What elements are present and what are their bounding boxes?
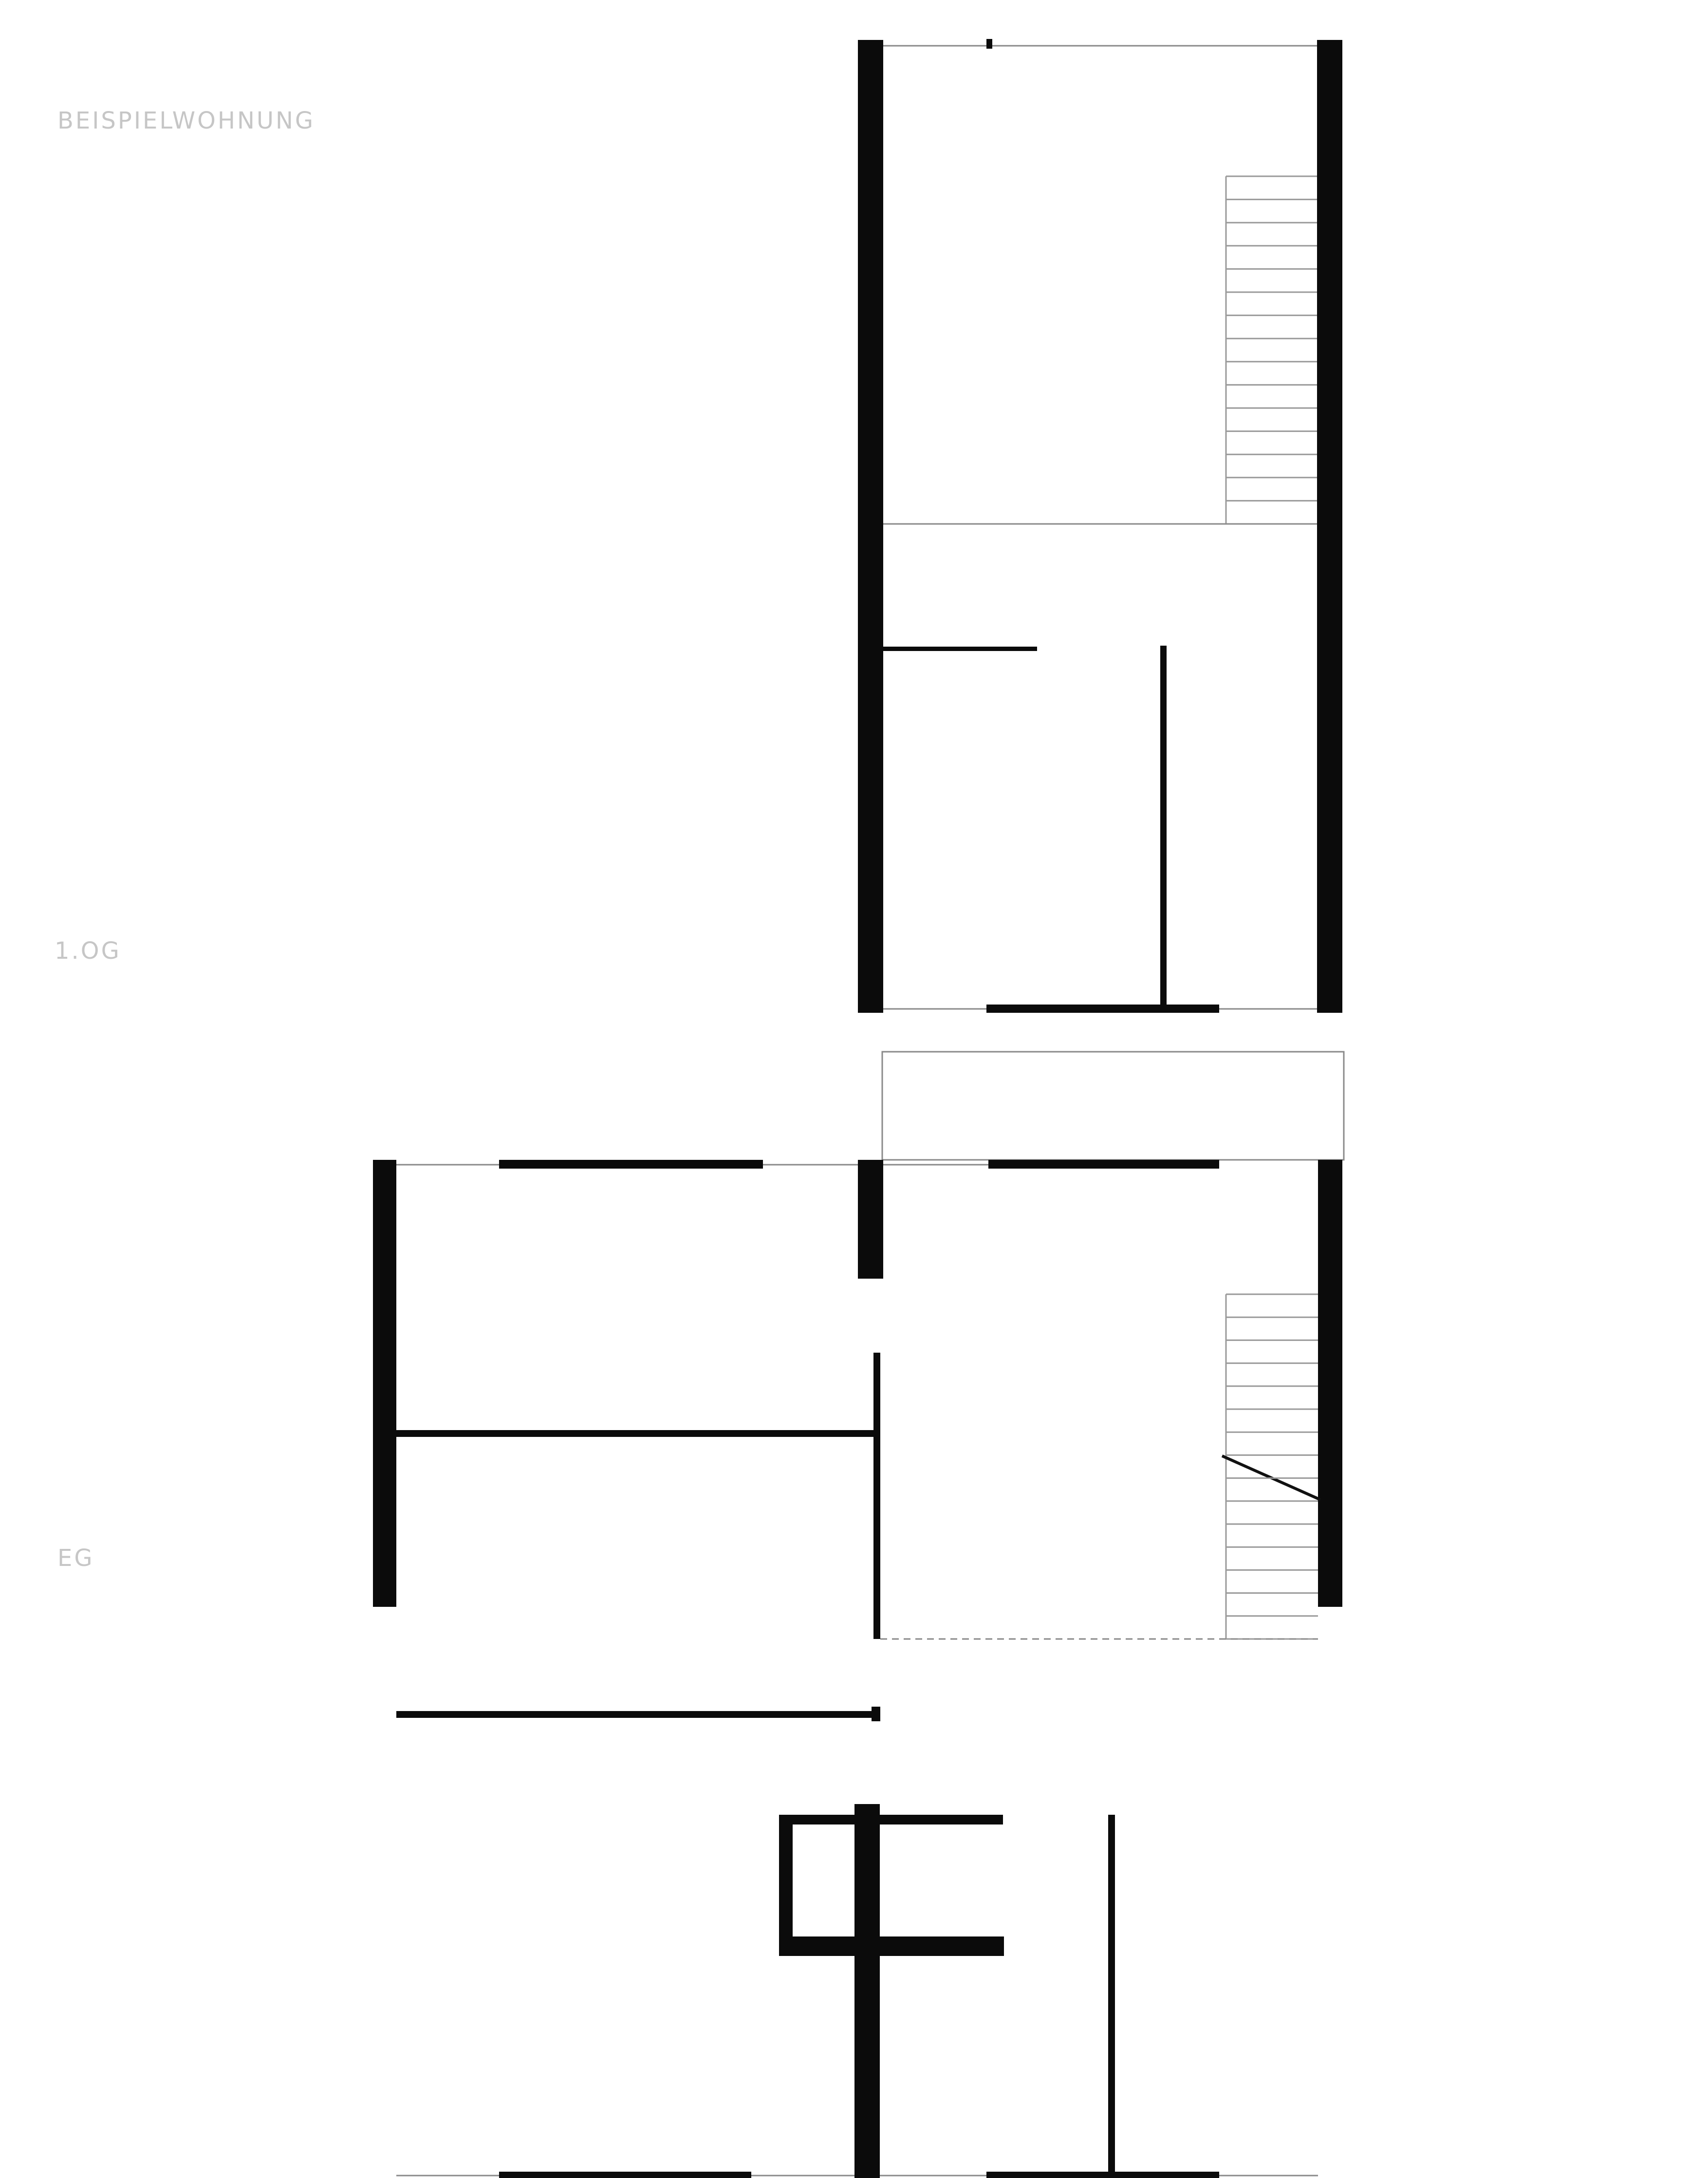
core-right-partition xyxy=(1108,1815,1115,2178)
ground-bottom-wall-2 xyxy=(986,2172,1219,2178)
core-left-jamb xyxy=(779,1815,793,1953)
core-central-column xyxy=(854,1804,880,2178)
upper-bottom-wall xyxy=(986,1005,1219,1013)
upper-top-post xyxy=(986,39,992,49)
ground-partition-1 xyxy=(396,1430,876,1437)
ground-right-wall xyxy=(1318,1160,1342,1607)
upper-right-wall xyxy=(1317,40,1342,1013)
upper-stair xyxy=(1225,175,1317,525)
upper-floor-label: 1.OG xyxy=(55,937,121,965)
ground-partition-2-end xyxy=(872,1707,880,1721)
upper-partition-horizontal xyxy=(883,647,1037,651)
ground-central-wall xyxy=(873,1353,880,1639)
core-mid-wall xyxy=(779,1936,1004,1956)
ground-stair xyxy=(1221,1293,1321,1640)
ground-partition-2 xyxy=(396,1711,876,1718)
ground-floor-plan xyxy=(373,1160,1342,2178)
upper-left-wall xyxy=(858,40,883,1013)
drawing-title: BEISPIELWOHNUNG xyxy=(57,107,316,134)
ground-left-wall xyxy=(373,1160,396,1607)
ground-bottom-wall-1 xyxy=(499,2172,751,2178)
upper-floor-plan xyxy=(858,39,1342,1013)
entrance-canopy xyxy=(881,1051,1345,1161)
upper-partition-vertical xyxy=(1160,646,1167,1009)
core-top-wall xyxy=(779,1815,1003,1824)
ground-central-pier xyxy=(858,1160,883,1279)
ground-top-wall-2 xyxy=(988,1160,1219,1169)
ground-top-wall-1 xyxy=(499,1160,763,1169)
ground-floor-label: EG xyxy=(57,1545,94,1572)
